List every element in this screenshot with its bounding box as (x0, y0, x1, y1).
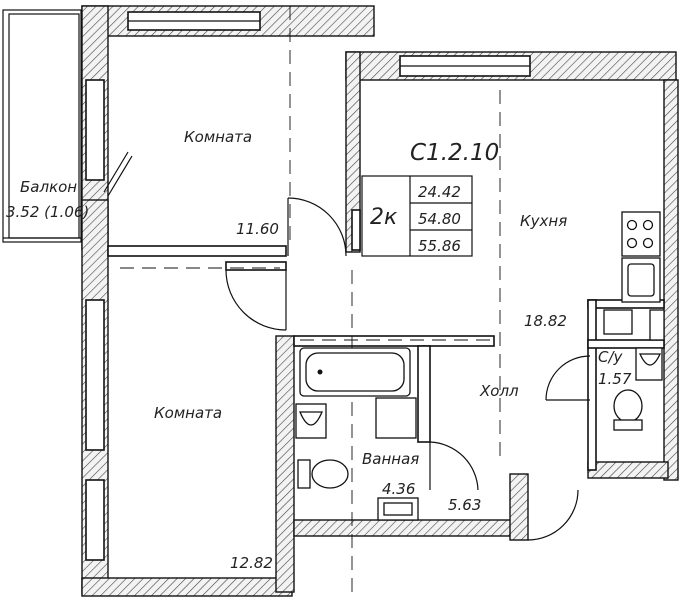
hall-name: Холл (479, 382, 519, 400)
washing-machine (375, 397, 417, 439)
balcony-area: 3.52 (1.06) (6, 203, 89, 221)
rooms-badge: 2к (370, 205, 398, 230)
kitchen-area: 18.82 (524, 312, 567, 330)
bathtub (299, 347, 411, 397)
wc-name: С/у (598, 348, 624, 366)
plan-code: С1.2.10 (410, 140, 499, 166)
kitchen-counter (603, 309, 665, 341)
stove (621, 211, 661, 257)
bathroom-name: Ванная (362, 450, 419, 468)
doors (103, 151, 591, 541)
room1-area: 11.60 (236, 220, 279, 238)
exterior-walls (81, 5, 679, 597)
axis-lines (120, 6, 501, 600)
balcony-name: Балкон (20, 178, 77, 196)
kitchen-sink (621, 257, 661, 303)
living-area: 24.42 (418, 183, 461, 201)
room2-area: 12.82 (230, 554, 273, 572)
bathroom-sink (295, 403, 327, 439)
wc-sink (635, 347, 663, 381)
window (85, 479, 105, 561)
partitions (107, 245, 665, 471)
hall-area: 5.63 (448, 496, 481, 514)
balcony (2, 9, 82, 243)
kitchen-name: Кухня (520, 212, 567, 230)
room2-name: Комната (154, 404, 222, 422)
wc-toilet (613, 389, 643, 431)
wc-area: 1.57 (598, 370, 632, 388)
apartment-info-box (361, 175, 473, 257)
bathroom-area: 4.36 (382, 480, 415, 498)
room1-name: Комната (184, 128, 252, 146)
window (85, 79, 105, 181)
total-area: 54.80 (418, 210, 461, 228)
total-area-with-balcony: 55.86 (418, 237, 461, 255)
bathroom-toilet (297, 459, 349, 489)
window (85, 299, 105, 451)
bathroom-cabinet (377, 497, 419, 521)
